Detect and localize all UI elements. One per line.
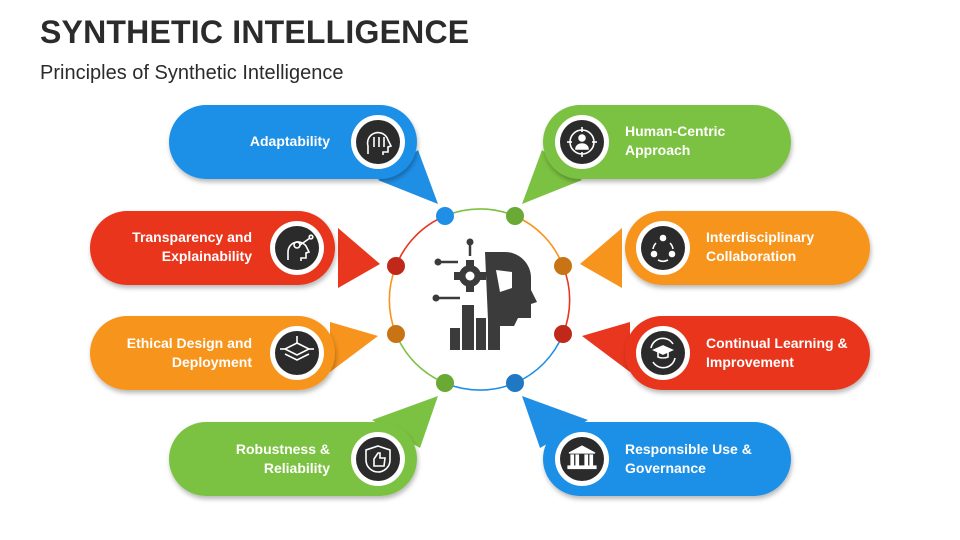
label-continual: Continual Learning & Improvement bbox=[706, 335, 848, 370]
pill-robustness[interactable] bbox=[169, 422, 417, 496]
label-human-centric: Human-Centric Approach bbox=[625, 123, 726, 158]
neural-head-icon bbox=[287, 234, 314, 261]
center-ring bbox=[388, 208, 571, 391]
government-building-icon bbox=[567, 445, 597, 470]
layers-network-icon bbox=[280, 336, 314, 361]
adaptive-brain-icon bbox=[366, 131, 393, 155]
pill-adaptability[interactable] bbox=[169, 105, 417, 179]
label-adaptability: Adaptability bbox=[249, 133, 330, 149]
label-responsible: Responsible Use & Governance bbox=[625, 441, 752, 476]
shield-thumbs-up-icon bbox=[365, 445, 391, 473]
label-robustness: Robustness & Reliability bbox=[235, 441, 330, 476]
pill-ethical[interactable] bbox=[90, 316, 335, 390]
pill-human-centric[interactable] bbox=[543, 105, 791, 179]
target-person-icon bbox=[567, 127, 597, 157]
team-cycle-icon bbox=[650, 234, 676, 262]
ring-dots bbox=[387, 207, 572, 392]
label-ethical: Ethical Design and Deployment bbox=[126, 335, 252, 370]
pointers bbox=[330, 150, 630, 448]
pill-interdisciplinary[interactable] bbox=[625, 211, 870, 285]
graduation-cycle-icon bbox=[650, 337, 676, 369]
ai-robot-head-icon bbox=[432, 238, 537, 350]
pill-responsible[interactable] bbox=[543, 422, 791, 496]
page-title: SYNTHETIC INTELLIGENCE bbox=[40, 14, 470, 50]
label-interdisciplinary: Interdisciplinary Collaboration bbox=[706, 229, 815, 264]
label-transparency: Transparency and Explainability bbox=[132, 229, 252, 264]
page-subtitle: Principles of Synthetic Intelligence bbox=[40, 62, 344, 84]
